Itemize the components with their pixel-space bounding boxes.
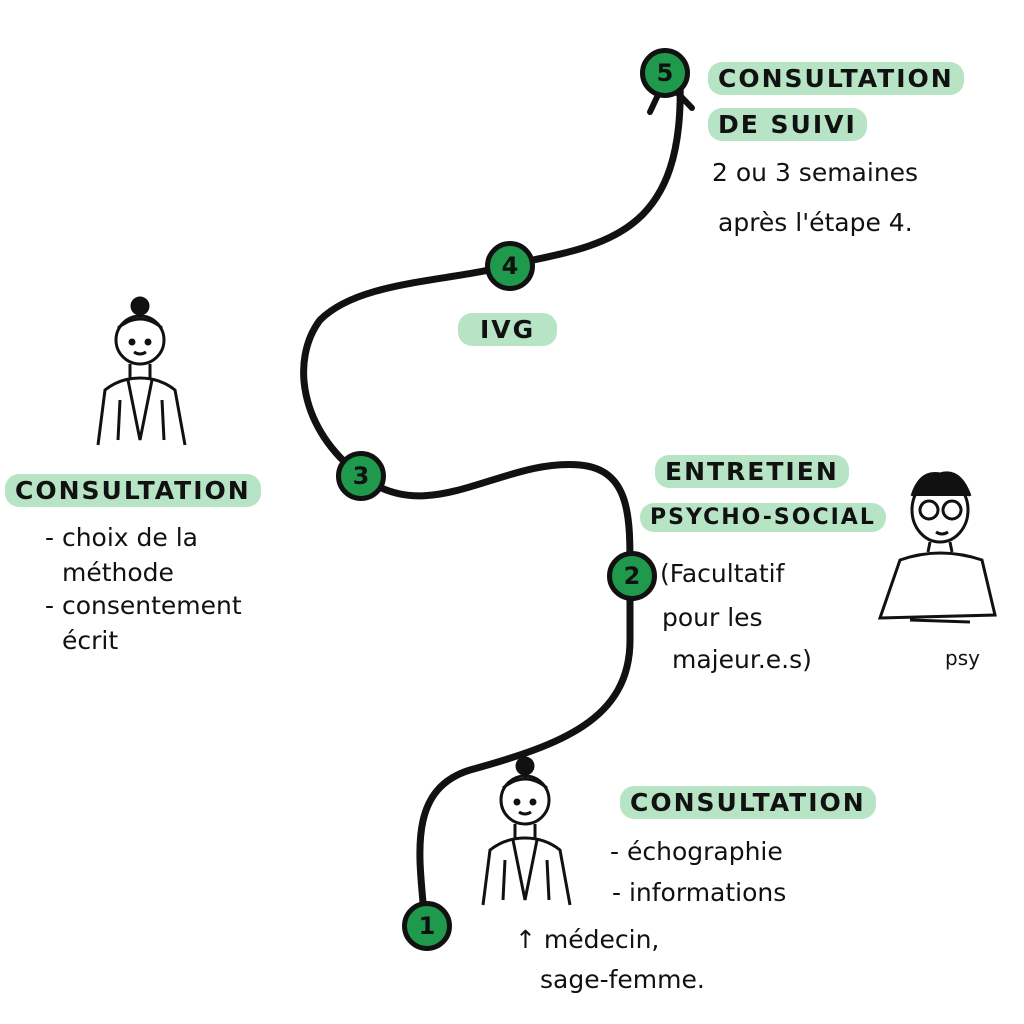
step-2-title-line-1: ENTRETIEN	[655, 455, 849, 488]
psychologist-figure	[877, 471, 997, 624]
step-3-item: écrit	[62, 626, 119, 655]
step-3-item: méthode	[62, 558, 174, 587]
step-5-title-line-2: DE SUIVI	[708, 108, 867, 141]
step-5-note-line-1: 2 ou 3 semaines	[712, 158, 919, 187]
step-1-title: CONSULTATION	[620, 786, 876, 819]
step-5-marker: 5	[640, 48, 690, 98]
step-5-title-line-1: CONSULTATION	[708, 62, 964, 95]
step-2-marker: 2	[607, 551, 657, 601]
step-4-marker: 4	[485, 241, 535, 291]
step-3-item: - choix de la	[45, 523, 199, 552]
step-3-marker: 3	[336, 451, 386, 501]
step-3-title: CONSULTATION	[5, 474, 261, 507]
step-3-item: - consentement	[45, 591, 242, 620]
step-2-note-line-3: majeur.e.s)	[672, 645, 812, 674]
step-5-note-line-2: après l'étape 4.	[718, 208, 913, 237]
psy-label: psy	[945, 646, 980, 670]
doctor-figure	[481, 756, 572, 906]
step-1-marker: 1	[402, 901, 452, 951]
step-1-note-line-1: ↑ médecin,	[515, 925, 660, 954]
step-1-item: - échographie	[610, 837, 783, 866]
step-2-note-line-1: (Facultatif	[660, 559, 785, 588]
step-1-item: - informations	[612, 878, 787, 907]
step-2-note-line-2: pour les	[662, 603, 763, 632]
step-2-title-line-2: PSYCHO-SOCIAL	[640, 503, 886, 532]
step-4-title: IVG	[458, 313, 558, 346]
step-1-note-line-2: sage-femme.	[540, 965, 705, 994]
doctor-figure	[96, 296, 187, 446]
